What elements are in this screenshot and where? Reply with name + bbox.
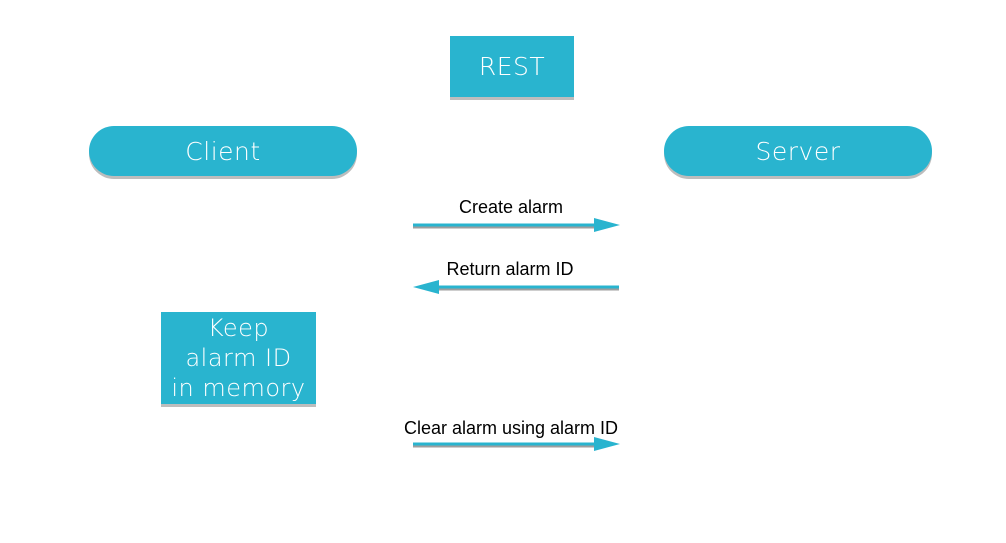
server-node: Server: [664, 126, 932, 176]
create-alarm-label: Create alarm: [458, 197, 564, 217]
rest-box: REST: [450, 36, 574, 97]
clear-alarm-arrow: [413, 437, 620, 451]
return-alarm-id-label: Return alarm ID: [446, 259, 574, 279]
keep-alarm-id-box: Keep alarm ID in memory: [161, 312, 316, 404]
clear-alarm-label: Clear alarm using alarm ID: [403, 418, 619, 438]
keep-line-3: in memory: [171, 374, 306, 402]
client-node: Client: [89, 126, 357, 176]
create-alarm-arrow: [413, 218, 620, 232]
keep-line-2: alarm ID: [185, 344, 292, 372]
return-alarm-id-arrow: [413, 280, 619, 294]
keep-line-1: Keep: [207, 314, 270, 342]
